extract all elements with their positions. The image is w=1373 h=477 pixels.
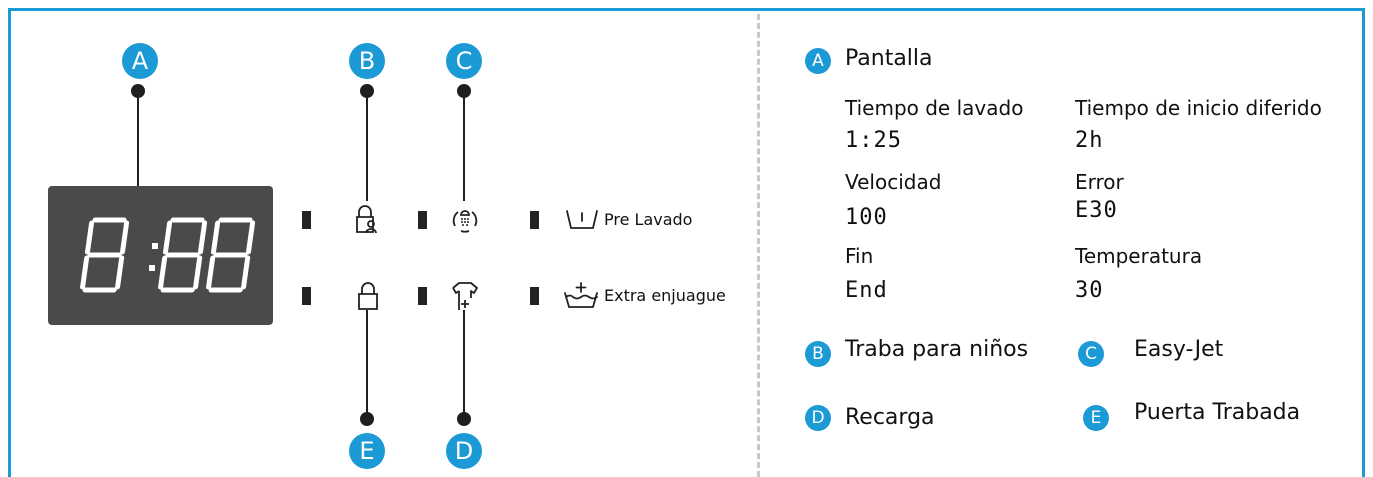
legend-item-value: 1:25 xyxy=(845,128,902,153)
badge-b: B xyxy=(349,43,385,79)
legend-item-value: E30 xyxy=(1075,198,1118,223)
colon-dot-top xyxy=(152,243,158,249)
legend-b-label: Traba para niños xyxy=(845,337,1029,362)
callout-line-b xyxy=(366,91,368,201)
badge-a: A xyxy=(122,43,158,79)
led-extra-rinse xyxy=(530,287,539,305)
extra-rinse-label: Extra enjuague xyxy=(604,286,726,305)
legend-item-label: Error xyxy=(1075,170,1124,194)
led-prewash xyxy=(530,211,539,229)
seven-segment-display xyxy=(48,186,273,325)
callout-line-e xyxy=(366,310,368,418)
reload-icon xyxy=(452,282,478,310)
callout-line-d xyxy=(463,310,465,418)
frame-border-top xyxy=(8,8,1365,11)
legend-badge-a: A xyxy=(805,48,831,74)
callout-dot-d xyxy=(457,412,471,426)
frame-border-right xyxy=(1362,8,1365,477)
legend-item-label: Temperatura xyxy=(1075,244,1203,268)
legend-item-label: Fin xyxy=(845,244,874,268)
frame-border-left xyxy=(8,8,11,477)
callout-line-c xyxy=(463,91,465,201)
legend-badge-c: C xyxy=(1078,341,1104,367)
display-digits-graphic xyxy=(80,217,256,293)
legend-item-label: Velocidad xyxy=(845,170,942,194)
legend-item-label: Tiempo de inicio diferido xyxy=(1075,96,1322,120)
badge-d: D xyxy=(446,433,482,469)
prewash-label: Pre Lavado xyxy=(604,210,693,229)
legend-item-value: 30 xyxy=(1075,278,1104,303)
callout-line-a xyxy=(137,91,139,186)
led-door-lock xyxy=(302,287,311,305)
legend-c-label: Easy-Jet xyxy=(1134,337,1224,362)
legend-item-label: Tiempo de lavado xyxy=(845,96,1024,120)
colon-dot-bottom xyxy=(149,265,155,271)
legend-item-value: 100 xyxy=(845,205,888,230)
legend-item-value: 2h xyxy=(1075,128,1104,153)
legend-a-title: Pantalla xyxy=(845,46,933,71)
legend-badge-b: B xyxy=(805,341,831,367)
door-lock-icon xyxy=(358,282,378,310)
legend-badge-e: E xyxy=(1083,405,1109,431)
child-lock-icon xyxy=(356,205,377,234)
led-reload xyxy=(418,287,427,305)
legend-e-label: Puerta Trabada xyxy=(1134,400,1301,425)
badge-c: C xyxy=(446,43,482,79)
legend-item-value: End xyxy=(845,278,888,303)
legend-badge-d: D xyxy=(805,405,831,431)
section-divider xyxy=(757,14,760,477)
led-easy-jet xyxy=(418,211,427,229)
badge-e: E xyxy=(349,433,385,469)
legend-d-label: Recarga xyxy=(845,405,935,430)
prewash-icon xyxy=(566,210,598,229)
callout-dot-e xyxy=(360,412,374,426)
led-child-lock xyxy=(302,211,311,229)
extra-rinse-icon xyxy=(564,282,598,308)
easy-jet-icon xyxy=(452,210,478,233)
